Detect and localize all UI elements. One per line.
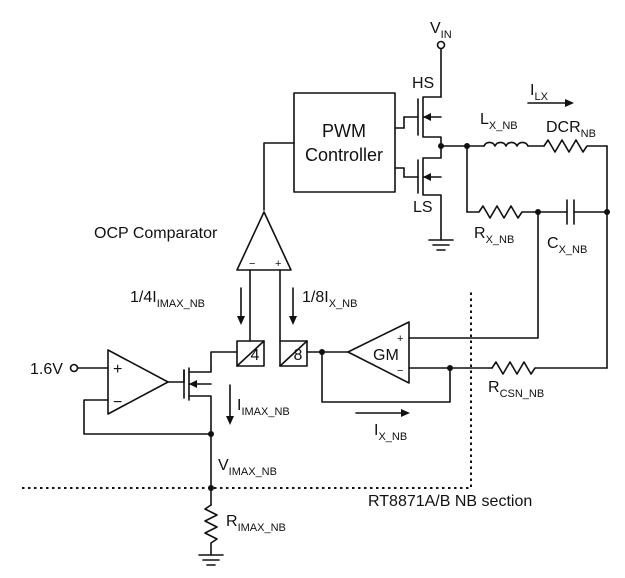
rx-resistor <box>466 205 539 219</box>
nb-section-label: RT8871A/B NB section <box>368 493 532 510</box>
ocp-plus-sign: + <box>275 258 281 270</box>
vimax-label: VIMAX_NB <box>218 457 277 478</box>
rcsn-label: RCSN_NB <box>488 379 544 400</box>
dcr-resistor <box>543 139 608 369</box>
gm-label: GM <box>373 347 399 364</box>
v16-label: 1.6V <box>30 361 63 378</box>
buffer-opamp <box>107 349 169 415</box>
ground-icon-rimax <box>198 554 224 566</box>
hs-mosfet <box>394 96 442 147</box>
pwm-label-line2: Controller <box>305 145 383 165</box>
pwm-label-line1: PWM <box>322 121 366 141</box>
divide-by-4-label: 4 <box>251 347 260 364</box>
ocp-minus-sign: − <box>249 258 255 270</box>
pass-transistor <box>183 367 212 435</box>
gm-amplifier <box>347 321 410 384</box>
lx-label: LX_NB <box>480 111 518 132</box>
hs-label: HS <box>412 75 434 92</box>
cx-label: CX_NB <box>547 235 587 256</box>
gm-minus-sign: − <box>397 365 403 377</box>
iimax-label: IIMAX_NB <box>237 397 290 418</box>
divide-by-8-mirror <box>279 340 308 367</box>
inductor-lx <box>466 141 545 147</box>
rcsn-resistor <box>491 361 608 375</box>
ocp-label: OCP Comparator <box>94 225 218 242</box>
nb-section-boundary <box>22 290 472 489</box>
ocp-comparator <box>236 211 292 271</box>
gm-plus-sign: + <box>397 333 403 345</box>
ls-mosfet <box>394 145 442 241</box>
divide-by-4-mirror <box>236 340 265 367</box>
rx-label: RX_NB <box>474 225 514 246</box>
ground-icon-ls <box>428 239 454 251</box>
rimax-label: RIMAX_NB <box>226 513 286 534</box>
opamp-minus-sign: − <box>113 394 122 411</box>
cx-capacitor <box>537 199 608 225</box>
rimax-resistor <box>204 504 218 556</box>
pwm-controller-box <box>293 92 396 193</box>
vin-terminal <box>436 40 446 98</box>
ix-label: IX_NB <box>374 422 407 443</box>
divide-by-8-label: 8 <box>294 347 303 364</box>
opamp-plus-sign: + <box>113 361 122 378</box>
ls-label: LS <box>413 199 433 216</box>
vin-label: VIN <box>430 20 452 41</box>
v16-terminal <box>69 363 109 373</box>
eighth-ix-label: 1/8IX_NB <box>302 289 357 310</box>
dcr-label: DCRNB <box>546 119 596 140</box>
quarter-imax-label: 1/4IIMAX_NB <box>130 289 205 310</box>
ilx-label: ILX <box>530 82 549 103</box>
